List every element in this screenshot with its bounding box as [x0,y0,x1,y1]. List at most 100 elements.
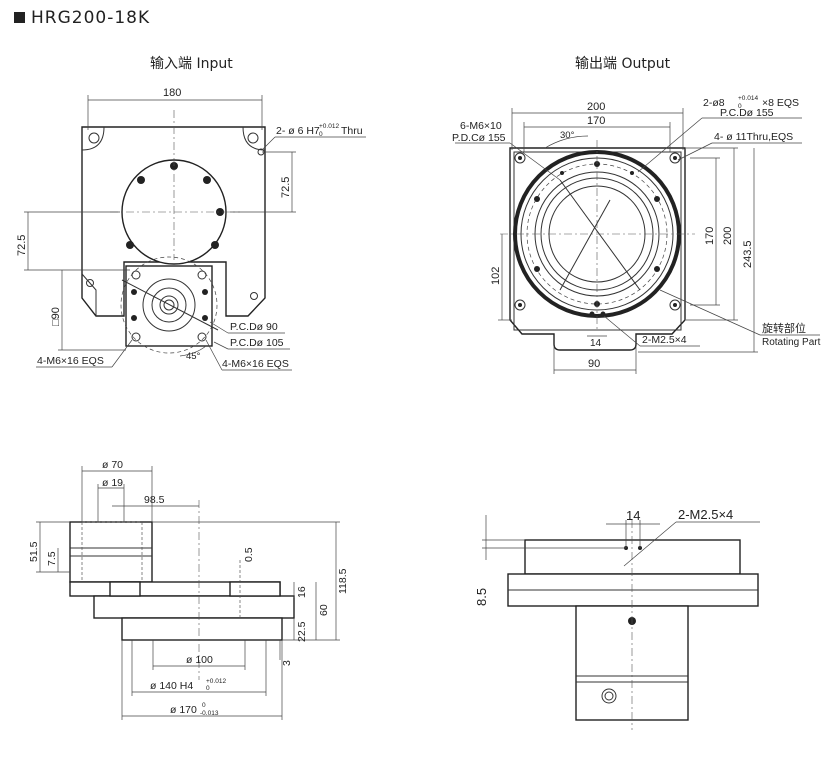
dim-90: 90 [588,358,600,370]
dim-d140-tol2: 0 [206,685,210,692]
dim-51.5: 51.5 [28,541,40,562]
dim-72.5: 72.5 [280,177,292,198]
input-shaft-key [163,299,175,311]
output-corner-hole [669,152,681,164]
detail-note-m25: 2-M2.5×4 [678,507,733,522]
leader-thru [677,142,713,161]
leader-m6-right [205,339,223,371]
dim-d170-tol2: -0.013 [200,710,219,717]
input-shaft-ring-outer [142,278,196,332]
detail-view: 14 2-M2.5×4 8.5 [474,507,760,730]
note-m25: 2-M2.5×4 [642,334,687,346]
input-bolt [126,241,134,249]
title-text: HRG200-18K [31,8,151,28]
note-pin-pcd: P.C.Dø 155 [720,107,774,119]
output-corner-hole [514,152,526,164]
input-corner-bl [81,273,97,316]
note-pdc155: P.D.Cø 155 [452,132,506,144]
angle30-arc [544,135,589,149]
drawing-title: HRG200-18K [14,8,150,28]
input-view: 180 72.5 72.5 □90 2- ø 6 H7 +0.012 0 Thr… [16,87,366,371]
detail-port-outer [601,688,617,704]
dim-d140: ø 140 H4 [150,680,193,692]
leader-pcd105 [213,341,229,350]
output-view-caption: 输出端 Output [575,56,671,72]
side-input-block [69,521,153,583]
input-bolt [137,176,145,184]
input-tap-hole [131,315,137,321]
note-pcd105: P.C.Dø 105 [230,337,284,349]
output-pin [560,171,564,175]
output-bolt [654,266,660,272]
dim-243.5: 243.5 [742,240,754,268]
angle45-arc [179,345,207,357]
dim-180: 180 [163,87,181,99]
note-pin-tol: +0.014 [738,95,758,102]
input-hole-tl [88,132,100,144]
input-m6-hole [131,270,141,280]
input-shaft-ring-mid [151,287,187,323]
input-m6-hole [131,332,141,342]
dim-16: 16 [296,586,308,598]
side-step-left [109,581,141,597]
leader-pcd90 [209,321,229,334]
detail-dim-8.5: 8.5 [474,588,489,606]
input-pcd105-circle [120,256,218,354]
dim-118.5: 118.5 [337,568,349,594]
dim-102: 102 [490,267,502,285]
note-angle30: 30° [560,130,575,141]
dim-d170: ø 170 [170,704,197,716]
input-m6-hole [197,270,207,280]
dim-0.5: 0.5 [243,547,255,562]
output-corner-hole [669,299,681,311]
input-m6-hole [197,332,207,342]
title-square-icon [14,12,25,23]
side-step-right [229,581,281,597]
note-m6-right: 4-M6×16 EQS [222,358,289,370]
input-bolt [203,176,211,184]
output-bolt [534,266,540,272]
input-bolt [216,208,224,216]
dim-98.5: 98.5 [144,494,165,506]
dim-60: 60 [318,604,330,616]
output-cross-2 [559,199,611,291]
side-view: ø 70 ø 19 98.5 51.5 7.5 0.5 118.5 60 16 … [28,459,349,720]
leader-pin [637,117,703,173]
side-flange-mid [93,595,295,619]
output-bolt [654,196,660,202]
input-tap-hole [202,289,208,295]
dim-d140-tol: +0.012 [206,678,226,685]
side-output-body [121,617,283,641]
dim-170-side: 170 [704,227,716,245]
note-pin-tol: +0.012 [319,123,339,130]
leader-m25 [603,315,641,347]
input-tap-hole [131,289,137,295]
note-pin: 2-ø8 [703,97,725,109]
input-shaft-bore [159,295,179,315]
input-hole-bl [86,279,94,287]
output-corner-dot [518,303,522,307]
input-corner-tl [81,126,105,151]
dim-200-top: 200 [587,101,605,113]
dim-d70: ø 70 [102,459,123,471]
dim-22.5: 22.5 [296,621,308,642]
output-corner-dot [673,303,677,307]
output-tap [589,311,595,317]
output-tap [600,311,606,317]
dim-14: 14 [590,338,602,349]
leader-m6-left [111,339,133,368]
note-pin-rest: ×8 EQS [762,97,799,109]
leader-pin [261,136,276,151]
input-corner-tr [242,126,266,151]
leader-rotating [659,289,761,336]
output-corner-dot [673,156,677,160]
dim-d170-tol: 0 [202,702,206,709]
side-hidden-bore [81,521,143,597]
leader-m6x10 [509,142,561,181]
note-angle45: 45° [186,351,201,362]
note-pin-hole: 2- ø 6 H7 [276,125,320,137]
dim-200-side: 200 [722,227,734,245]
dim-72.5-left: 72.5 [16,235,28,256]
output-corner-hole [514,299,526,311]
